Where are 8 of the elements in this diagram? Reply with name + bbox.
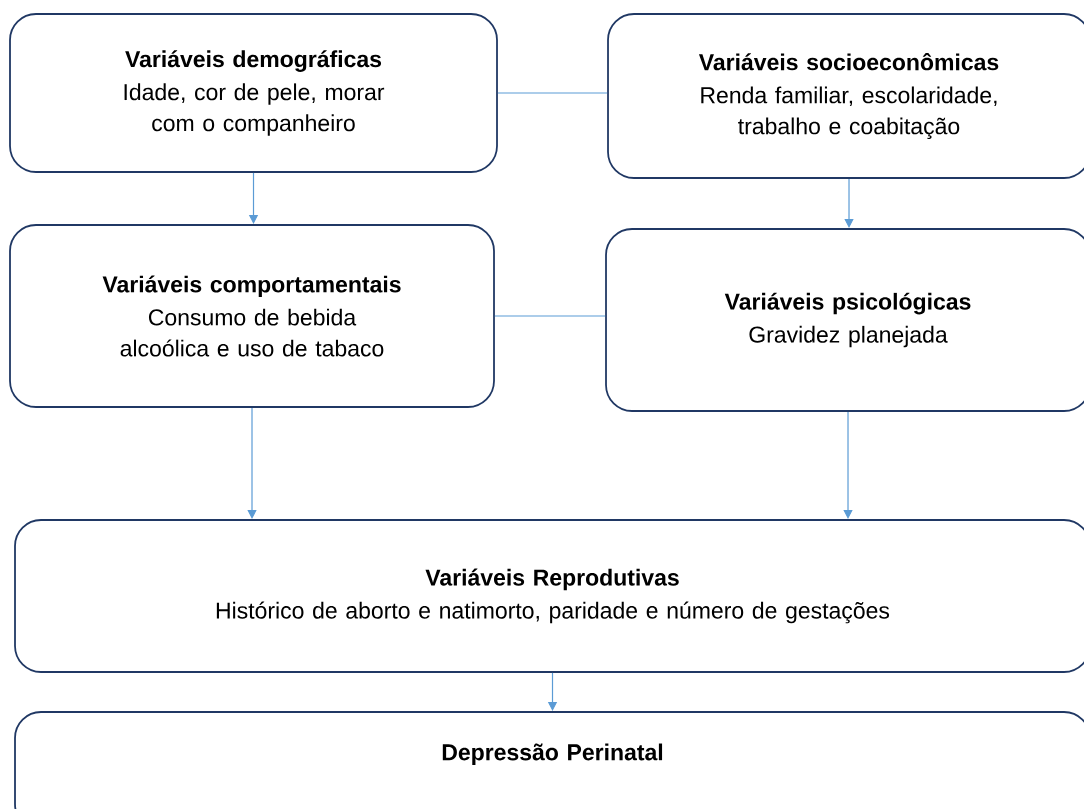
result-box: Depressão Perinatal xyxy=(14,711,1084,809)
variable-box: Variáveis psicológicas Gravidez planejada xyxy=(605,228,1084,412)
connector-line xyxy=(497,92,608,94)
variable-box: Variáveis Reprodutivas Histórico de aborto e natimorto, paridade e número de gestações xyxy=(14,519,1084,673)
variable-box: Variáveis comportamentais Consumo de bebida alcoólica e uso de tabaco xyxy=(9,224,495,408)
variable-box: Variáveis demográficas Idade, cor de pele, morar com o companheiro xyxy=(9,13,498,173)
connector-line xyxy=(494,315,606,317)
variable-box: Variáveis socioeconômicas Renda familiar, escolaridade, trabalho e coabitação xyxy=(607,13,1084,179)
